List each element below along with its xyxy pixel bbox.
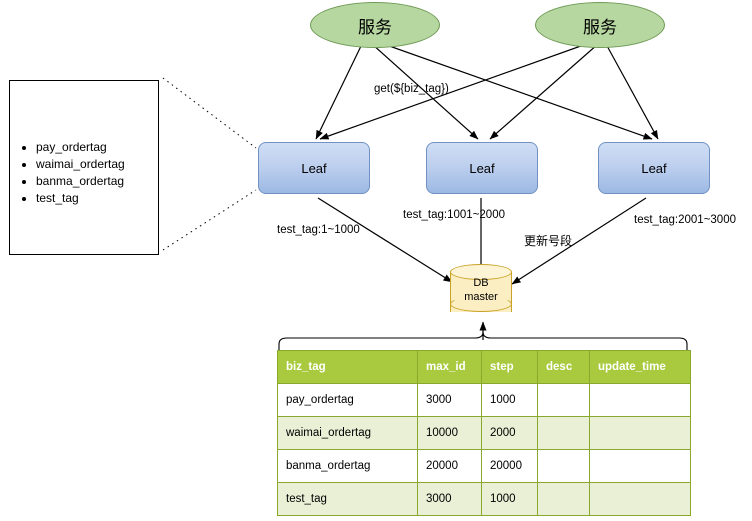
cell-max-id: 3000 [417,383,482,417]
list-item: waimai_ordertag [36,156,158,173]
cell-max-id: 3000 [417,482,482,516]
leaf-label: Leaf [641,160,667,176]
service-node-left[interactable]: 服务 [310,2,440,48]
column-header-update-time: update_time [589,350,691,384]
cell-step: 20000 [481,449,538,483]
leaf-label: Leaf [469,160,495,176]
cell-max-id: 10000 [417,416,482,450]
cell-step: 1000 [481,482,538,516]
cell-biz-tag: waimai_ordertag [277,416,418,450]
cylinder-bottom [450,296,512,312]
leaf-alloc-table-wrapper: biz_tag max_id step desc update_time pay… [277,350,691,516]
callout-leader-top [162,77,257,149]
column-header-biz-tag: biz_tag [277,350,418,384]
db-label-line1: DB [473,277,489,289]
leaf-alloc-table: biz_tag max_id step desc update_time pay… [277,350,691,516]
leaf-node-2[interactable]: Leaf [426,142,538,194]
service-node-right[interactable]: 服务 [535,2,665,48]
biz-tag-list: pay_ordertag waimai_ordertag banma_order… [10,81,158,207]
cell-update-time [589,383,691,417]
cell-biz-tag: test_tag [277,482,418,516]
cylinder-top [450,264,512,280]
edge-label-range-right: test_tag:2001~3000 [634,214,736,226]
table-row: pay_ordertag 3000 1000 [277,383,691,417]
table-header-row: biz_tag max_id step desc update_time [277,350,691,384]
table-row: banma_ordertag 20000 20000 [277,449,691,483]
list-item: pay_ordertag [36,139,158,156]
column-header-max-id: max_id [417,350,482,384]
column-header-desc: desc [537,350,590,384]
cell-step: 1000 [481,383,538,417]
db-label-line2: master [464,291,498,303]
cell-biz-tag: banma_ordertag [277,449,418,483]
edge-label-range-middle: test_tag:1001~2000 [403,209,505,221]
db-master-node[interactable]: DB master [450,264,512,320]
cell-desc [537,449,590,483]
cell-step: 2000 [481,416,538,450]
edge-service2-leaf3 [605,43,659,140]
cell-update-time [589,449,691,483]
list-item: test_tag [36,190,158,207]
edge-label-update-segment: 更新号段 [524,234,573,248]
service-label: 服务 [583,17,617,37]
column-header-step: step [481,350,538,384]
leaf-node-3[interactable]: Leaf [598,142,710,194]
edge-label-get-biz-tag: get(${biz_tag}) [374,83,449,95]
cell-biz-tag: pay_ordertag [277,383,418,417]
edge-service2-leaf1 [319,41,593,140]
edge-service2-leaf2 [489,43,599,140]
edge-label-range-left: test_tag:1~1000 [277,224,360,236]
callout-leader-bottom [162,189,257,251]
biz-tag-callout-box: pay_ordertag waimai_ordertag banma_order… [9,80,159,255]
edge-service1-leaf1 [315,43,363,140]
leaf-label: Leaf [301,160,327,176]
table-bracket [278,331,688,350]
db-master-label: DB master [450,276,512,304]
table-row: waimai_ordertag 10000 2000 [277,416,691,450]
list-item: banma_ordertag [36,173,158,190]
cell-desc [537,416,590,450]
cell-max-id: 20000 [417,449,482,483]
cell-update-time [589,416,691,450]
leaf-node-1[interactable]: Leaf [258,142,370,194]
table-row: test_tag 3000 1000 [277,482,691,516]
cell-update-time [589,482,691,516]
cell-desc [537,482,590,516]
cell-desc [537,383,590,417]
service-label: 服务 [358,17,392,37]
